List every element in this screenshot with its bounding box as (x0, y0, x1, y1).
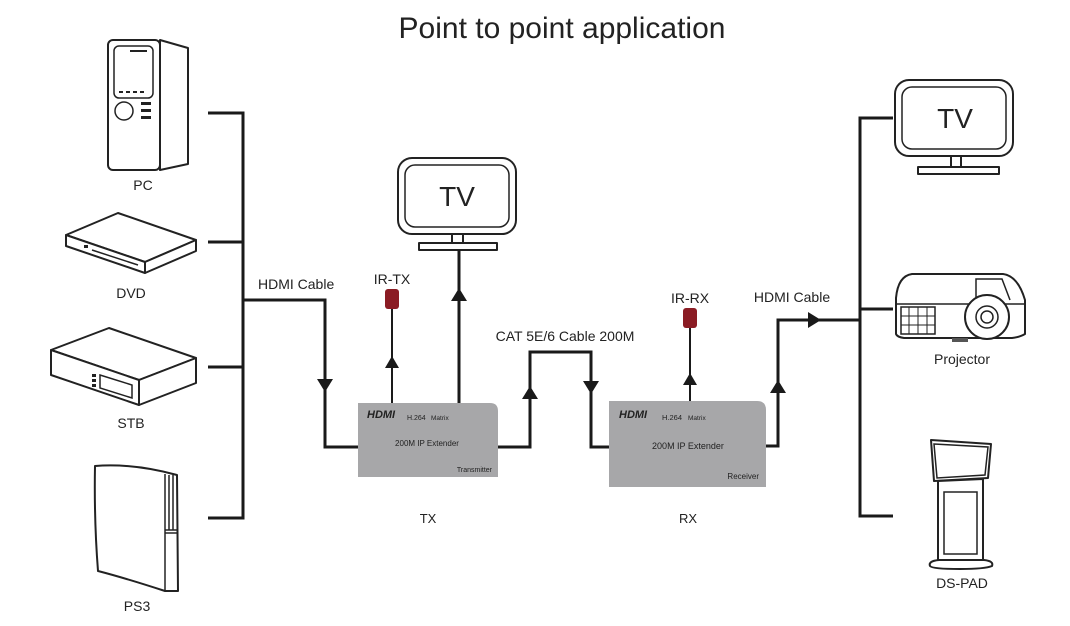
local-tv-label: TV (439, 181, 475, 212)
ir-rx-label: IR-RX (671, 290, 710, 306)
tx-role: Transmitter (457, 467, 493, 474)
rx-product-name: 200M IP Extender (652, 441, 724, 451)
hdmi-cable-label-out: HDMI Cable (754, 289, 830, 305)
hdmi-logo-rx: HDMI (619, 409, 648, 421)
cat-cable-wire (498, 350, 609, 449)
ir-rx-wire (683, 328, 697, 401)
hdmi-logo-tx: HDMI (367, 409, 396, 421)
receiver-unit: HDMI H.264 Matrix 200M IP Extender Recei… (609, 401, 766, 487)
arrow-up-icon (385, 356, 399, 368)
cat-cable-label: CAT 5E/6 Cable 200M (496, 328, 635, 344)
source-label-pc: PC (133, 177, 152, 193)
display-label-projector: Projector (934, 351, 990, 367)
tx-codec: H.264 (407, 415, 426, 422)
arrow-down-icon (317, 379, 333, 392)
tv-icon (397, 157, 517, 251)
ir-tx-sensor-icon (385, 289, 399, 309)
arrow-up-icon (451, 288, 467, 301)
projector-icon (895, 273, 1026, 342)
tx-product-name: 200M IP Extender (395, 439, 459, 448)
tv-icon (894, 79, 1014, 175)
arrow-up-icon (770, 380, 786, 393)
tx-loopout-wire (451, 250, 467, 403)
hdmi-input-bus (208, 111, 358, 520)
tx-mode: Matrix (431, 415, 449, 422)
dvd-player-icon (65, 212, 197, 274)
transmitter-unit: HDMI H.264 Matrix 200M IP Extender Trans… (358, 403, 498, 477)
source-label-stb: STB (117, 415, 144, 431)
digital-signage-kiosk-icon (928, 439, 994, 570)
ir-tx-wire (385, 309, 399, 403)
arrow-right-icon (808, 312, 821, 328)
rx-codec: H.264 (662, 413, 682, 422)
rx-role: Receiver (727, 472, 759, 481)
tx-caption: TX (420, 511, 437, 526)
hdmi-cable-label-in: HDMI Cable (258, 276, 334, 292)
diagram-title: Point to point application (399, 12, 726, 45)
arrow-up-icon (522, 386, 538, 399)
ir-rx-sensor-icon (683, 308, 697, 328)
ir-tx-label: IR-TX (374, 271, 411, 287)
display-label-tv: TV (937, 103, 973, 134)
set-top-box-icon (50, 327, 197, 406)
rx-caption: RX (679, 511, 697, 526)
desktop-tower-icon (107, 39, 189, 171)
rx-mode: Matrix (688, 415, 706, 422)
game-console-icon (93, 464, 179, 592)
arrow-down-icon (583, 381, 599, 394)
source-label-ps3: PS3 (124, 598, 151, 614)
arrow-up-icon (683, 373, 697, 385)
display-label-ds-pad: DS-PAD (936, 575, 988, 591)
source-label-dvd: DVD (116, 285, 146, 301)
hdmi-output-bus (766, 116, 893, 518)
